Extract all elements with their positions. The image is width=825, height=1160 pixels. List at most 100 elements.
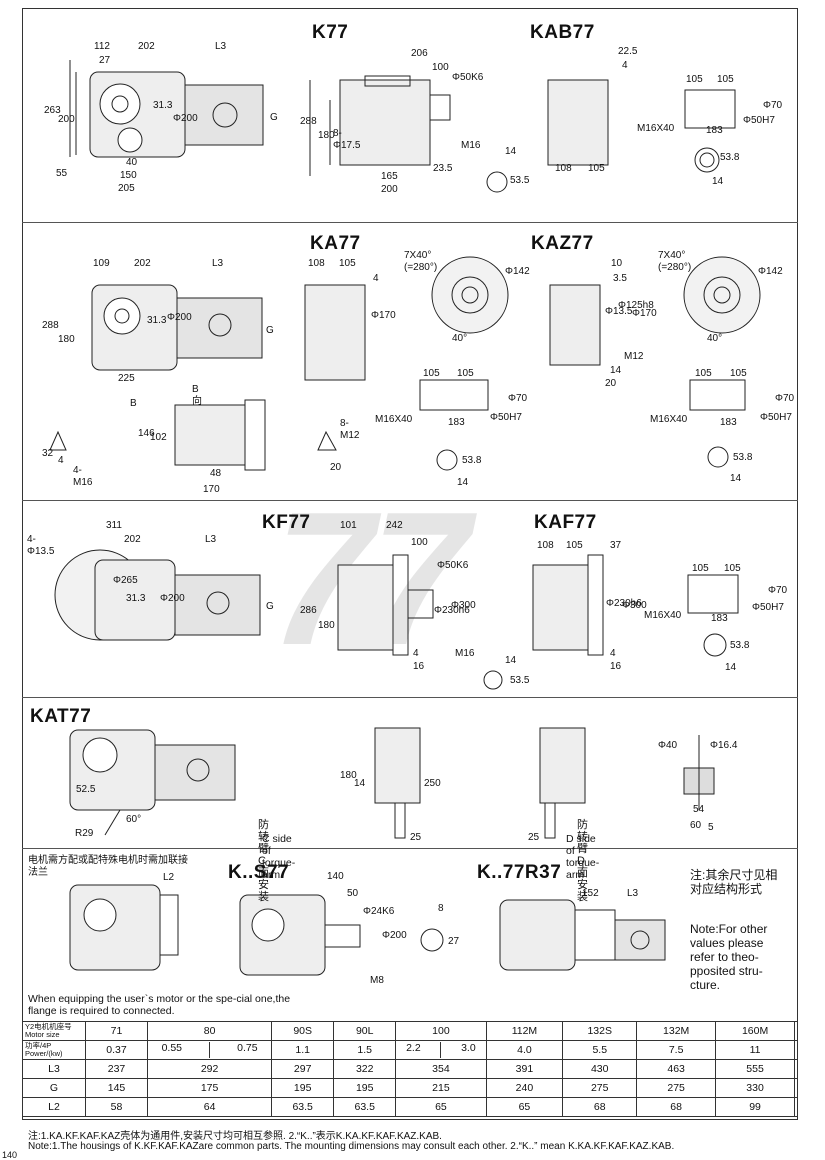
- dim-label: Φ13.5: [605, 306, 633, 317]
- table-cell: [794, 1040, 798, 1060]
- section-divider: [22, 848, 798, 849]
- side-note-en: Note:For other values please refer to th…: [690, 922, 768, 992]
- footnote-cn: 注:1.KA.KF.KAF.KAZ壳体为通用件,安装尺寸均可相互参照. 2.“K…: [28, 1131, 442, 1142]
- dim-label: 27: [448, 936, 460, 947]
- section-title-kat77: KAT77: [30, 706, 92, 727]
- dim-label: 140: [327, 871, 344, 882]
- dim-label: 52.5: [76, 784, 96, 795]
- dim-label: B 向: [192, 384, 202, 407]
- d-side-en: D side of torque-arm: [566, 833, 600, 881]
- dim-label: M16X40: [644, 610, 682, 621]
- dim-label: 242: [386, 520, 403, 531]
- dim-label: 14: [505, 655, 517, 666]
- table-cell: 275: [562, 1078, 638, 1098]
- dim-label: Φ125h8: [618, 300, 654, 311]
- dim-label: 40°: [452, 333, 468, 344]
- table-cell: 275: [636, 1078, 717, 1098]
- section-title-kf77: KF77: [262, 512, 311, 533]
- dim-label: 53.8: [730, 640, 750, 651]
- dim-label: L3: [627, 888, 639, 899]
- dim-label: 8: [438, 903, 444, 914]
- section-title-k77r37: K..77R37: [477, 862, 562, 883]
- dim-label: M16: [461, 140, 481, 151]
- dim-label: 146: [138, 428, 155, 439]
- table-row-label: L2: [22, 1097, 86, 1117]
- dim-label: Φ50H7: [760, 412, 792, 423]
- dim-label: 205: [118, 183, 135, 194]
- dim-label: L3: [215, 41, 227, 52]
- dim-label: 105: [566, 540, 583, 551]
- dim-label: 286: [300, 605, 317, 616]
- dim-label: 53.5: [510, 175, 530, 186]
- dim-label: 105: [457, 368, 474, 379]
- dim-label: 53.5: [510, 675, 530, 686]
- table-row: G 145 175 195 195 215 240 275 275 330: [22, 1078, 798, 1098]
- dim-label: 112: [94, 41, 110, 52]
- footnote-en: Note:1.The housings of K.KF.KAF.KAZare c…: [28, 1141, 675, 1152]
- dim-label: 180: [340, 770, 357, 781]
- section-title-kaz77: KAZ77: [531, 233, 594, 254]
- table-cell: [794, 1021, 798, 1041]
- dim-label: 60°: [126, 814, 142, 825]
- dim-label: 4: [373, 273, 379, 284]
- dim-label: Φ50K6: [437, 560, 469, 571]
- section-title-kaf77: KAF77: [534, 512, 597, 533]
- kf77-front-drawing: [337, 554, 503, 690]
- table-cell: 71: [84, 1021, 149, 1041]
- dim-label: 7X40°(=280°): [404, 250, 438, 273]
- dim-label: Φ50H7: [490, 412, 522, 423]
- table-cell: 68: [562, 1097, 638, 1117]
- dim-label: 14: [730, 473, 742, 484]
- table-cell: 63.5: [271, 1097, 335, 1117]
- table-cell: 322: [333, 1059, 397, 1079]
- dim-label: 5: [708, 822, 714, 833]
- dim-label: 105: [423, 368, 440, 379]
- table-cell: 330: [715, 1078, 796, 1098]
- table-cell: 354: [395, 1059, 487, 1079]
- dim-label: 53.8: [720, 152, 740, 163]
- table-cell: 132S: [562, 1021, 638, 1041]
- table-cell: [794, 1097, 798, 1117]
- section-divider: [22, 697, 798, 698]
- dim-label: 53.8: [462, 455, 482, 466]
- dim-label: 108: [555, 163, 572, 174]
- dim-label: 263: [44, 105, 61, 116]
- dim-label: 3.5: [613, 273, 627, 284]
- page-number: 140: [2, 1150, 18, 1160]
- table-cell: 80: [147, 1021, 273, 1041]
- dim-label: Φ50K6: [452, 72, 484, 83]
- table-cell: 1.5: [333, 1040, 397, 1060]
- dim-label: 105: [339, 258, 356, 269]
- dim-label: 108: [537, 540, 554, 551]
- dim-label: 105: [695, 368, 712, 379]
- table-cell: 58: [84, 1097, 149, 1117]
- table-cell: 63.5: [333, 1097, 397, 1117]
- dim-label: L3: [205, 534, 217, 545]
- table-cell: 391: [485, 1059, 564, 1079]
- dim-label: 109: [93, 258, 110, 269]
- dim-label: 170: [203, 484, 220, 495]
- table-cell: [794, 1078, 798, 1098]
- dim-label: M16X40: [637, 123, 675, 134]
- dim-label: Φ170: [632, 308, 657, 319]
- dim-label: 40°: [707, 333, 723, 344]
- table-cell: 68: [636, 1097, 717, 1117]
- dim-label: Φ40: [658, 740, 678, 751]
- table-row: L3 237 292 297 322 354 391 430 463 555: [22, 1059, 798, 1079]
- dim-label: 37: [610, 540, 622, 551]
- dim-label: 206: [411, 48, 428, 59]
- dim-label: 14: [505, 146, 517, 157]
- table-cell: 215: [395, 1078, 487, 1098]
- dim-label: 16: [413, 661, 425, 672]
- dim-label: G: [266, 601, 274, 612]
- dim-label: 180: [318, 620, 335, 631]
- table-cell: 463: [636, 1059, 717, 1079]
- dim-label: 288: [42, 320, 59, 331]
- dim-label: Φ70: [508, 393, 528, 404]
- kab77-front-drawing: [309, 75, 508, 193]
- dim-label: Φ70: [775, 393, 795, 404]
- dim-label: 183: [711, 613, 728, 624]
